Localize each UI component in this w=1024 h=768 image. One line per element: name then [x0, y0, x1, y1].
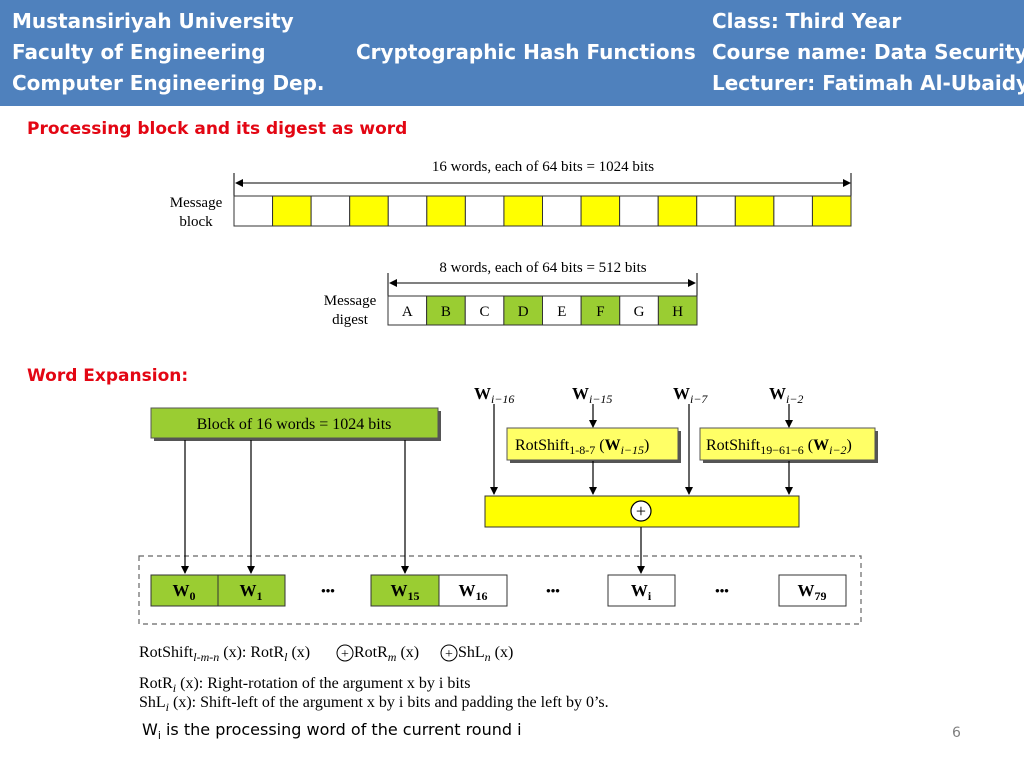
word-w79: [778, 574, 847, 607]
ellipsis-1: •••: [321, 583, 335, 598]
lecture-topic: Cryptographic Hash Functions: [356, 40, 696, 64]
digest-word-b: [426, 295, 466, 326]
w-i-15-label: Wi−15: [572, 384, 612, 406]
processing-section-title: Processing block and its digest as word: [27, 119, 408, 139]
digest-word-d: [503, 295, 543, 326]
message-block-word-10: [619, 195, 659, 227]
faculty-name: Faculty of Engineering: [12, 40, 266, 64]
page-number: 6: [952, 725, 961, 741]
svg-text:RotRm (x): RotRm (x): [354, 644, 419, 664]
digest-word-label-g: G: [634, 304, 645, 320]
word-w1: [217, 574, 286, 607]
slide-header: Mustansiriyah University Faculty of Engi…: [0, 0, 1024, 106]
university-name: Mustansiriyah University: [12, 9, 294, 33]
message-digest-label-2: digest: [332, 312, 369, 328]
definition-rotr: RotRi (x): Right-rotation of the argumen…: [139, 675, 470, 695]
message-block-word-1: [272, 195, 312, 227]
message-block-caption: 16 words, each of 64 bits = 1024 bits: [432, 159, 654, 175]
message-block-label: Message: [170, 195, 223, 211]
digest-word-label-b: B: [441, 304, 451, 320]
message-block-word-9: [580, 195, 621, 227]
course-info: Course name: Data Security: [712, 40, 1024, 64]
block-16-words-label: Block of 16 words = 1024 bits: [197, 416, 392, 433]
definition-shl: ShLi (x): Shift-left of the argument x b…: [139, 694, 609, 714]
svg-text:ShLn (x): ShLn (x): [458, 644, 513, 664]
message-block-word-11: [657, 195, 698, 227]
message-block-word-2: [310, 195, 351, 227]
message-block-word-3: [349, 195, 389, 227]
ellipsis-2: •••: [546, 583, 560, 598]
message-block-cells: [233, 195, 852, 227]
digest-word-label-f: F: [596, 304, 604, 320]
rotshift-2-label: RotShift19−61−6 (Wi−2): [706, 437, 852, 457]
message-digest-cells: A B C D E F G H: [387, 295, 698, 326]
message-block-word-5: [426, 195, 466, 227]
svg-text:+: +: [445, 647, 453, 662]
message-block-word-4: [387, 195, 428, 227]
message-block-word-13: [734, 195, 775, 227]
block-16-words-box: [150, 407, 439, 439]
definition-rotshift: RotShiftl-m-n (x): RotRl (x): [139, 644, 310, 664]
message-block-word-7: [503, 195, 543, 227]
digest-word-label-c: C: [480, 304, 490, 320]
class-info: Class: Third Year: [712, 9, 902, 33]
xor-symbol-circle: [630, 500, 652, 522]
message-block-word-15: [811, 195, 852, 227]
rotshift-2-box: [699, 427, 876, 461]
digest-word-e: [542, 295, 582, 326]
word-w16: [438, 574, 508, 607]
ellipsis-3: •••: [715, 583, 729, 598]
digest-word-h: [657, 295, 698, 326]
xor-symbol: +: [636, 501, 646, 521]
message-block-word-6: [464, 195, 505, 227]
svg-text:+: +: [341, 647, 349, 662]
department-name: Computer Engineering Dep.: [12, 71, 325, 95]
message-digest-label: Message: [324, 293, 377, 309]
svg-text:Wi: Wi: [631, 581, 652, 603]
w-i-16-label: Wi−16: [474, 384, 514, 406]
digest-word-label-h: H: [672, 304, 683, 320]
digest-word-label-d: D: [518, 304, 529, 320]
digest-word-label-a: A: [402, 304, 413, 320]
expansion-section-title: Word Expansion:: [27, 366, 189, 386]
expanded-words-frame: [138, 555, 862, 625]
w-i-7-label: Wi−7: [673, 384, 708, 406]
lecturer-info: Lecturer: Fatimah Al-Ubaidy: [712, 71, 1024, 95]
message-block-word-0: [233, 195, 274, 227]
digest-word-a: [387, 295, 428, 326]
footnote: Wi is the processing word of the current…: [142, 720, 522, 743]
rotshift-1-label: RotShift1-8-7 (Wi−15): [515, 437, 649, 457]
message-block-label-2: block: [179, 214, 213, 230]
message-digest-caption: 8 words, each of 64 bits = 512 bits: [439, 260, 646, 276]
word-w0: [150, 574, 219, 607]
digest-word-g: [619, 295, 659, 326]
message-block-word-12: [696, 195, 736, 227]
digest-word-f: [580, 295, 621, 326]
word-w15: [370, 574, 440, 607]
definitions: RotShiftl-m-n (x): RotRl (x) + RotRm (x)…: [139, 644, 609, 714]
w-i-2-label: Wi−2: [769, 384, 803, 406]
word-wi: [607, 574, 676, 607]
rotshift-1-box: [506, 427, 679, 461]
digest-word-c: [464, 295, 505, 326]
message-block-word-14: [773, 195, 813, 227]
digest-word-label-e: E: [557, 304, 566, 320]
message-block-word-8: [542, 195, 582, 227]
